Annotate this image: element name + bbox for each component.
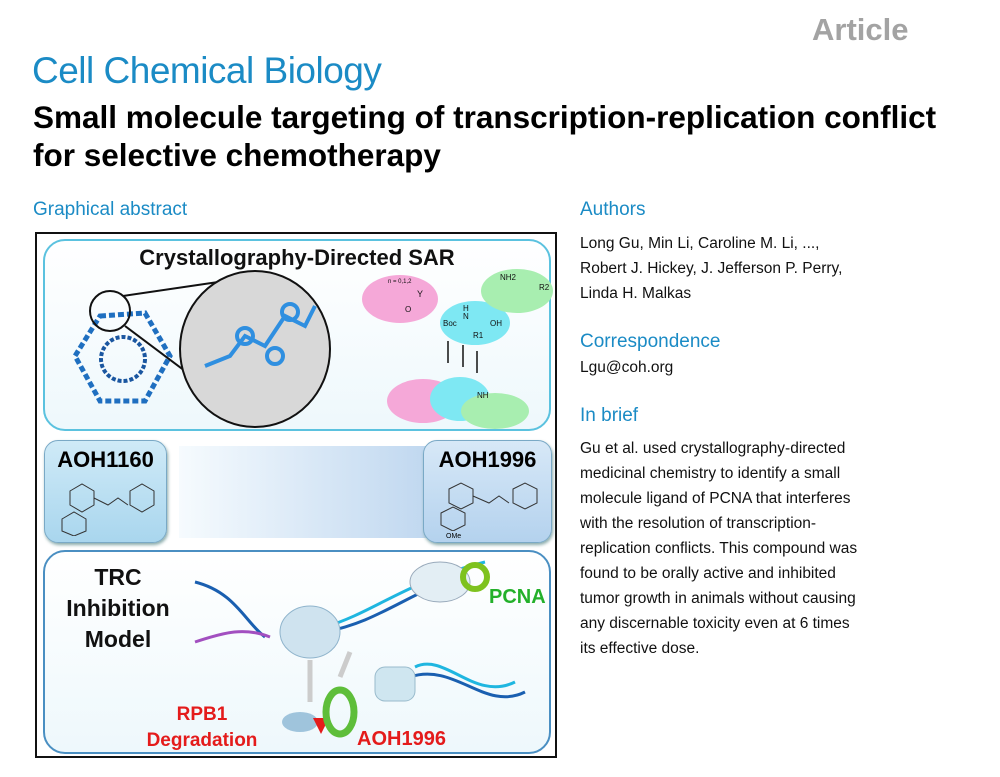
fragment-label-n-atom: N	[463, 312, 469, 321]
optimization-arrow-banner	[179, 446, 461, 538]
sar-panel-title: Crystallography-Directed SAR	[139, 245, 455, 270]
rna-strand	[194, 630, 271, 644]
fragment-label-h: H	[463, 304, 469, 313]
degraded-rpb1-icon	[282, 712, 318, 732]
correspondence-heading: Correspondence	[580, 331, 721, 352]
aoh1996-structure-icon	[440, 482, 538, 531]
fragment-label-oh: OH	[490, 319, 502, 328]
correspondence-email[interactable]: Lgu@coh.org	[580, 359, 674, 376]
naphthyl-fragment	[362, 275, 438, 323]
rpb1-degradation-label: RPB1 Degradation	[146, 704, 258, 751]
graphical-abstract-heading: Graphical abstract	[33, 199, 188, 220]
article-title: Small molecule targeting of transcriptio…	[33, 99, 937, 173]
zoom-circle-small	[89, 290, 131, 332]
start-compound-name: AOH1160	[57, 447, 154, 472]
fragment-label-nh2: NH2	[500, 273, 517, 282]
sar-panel: Crystallography-Directed SAR n = 0,1,2 Y…	[43, 239, 553, 431]
trc-illustration	[194, 560, 526, 738]
fragment-label-o: O	[405, 305, 412, 314]
stalled-complex-icon	[374, 666, 416, 702]
ome-label: OMe	[446, 533, 462, 540]
aoh1160-structure-icon	[61, 483, 155, 536]
graphical-abstract-figure: Crystallography-Directed SAR n = 0,1,2 Y…	[35, 232, 557, 758]
pcna-ring-icon	[460, 562, 490, 592]
binding-pocket-zoom	[179, 270, 331, 428]
compound-card-start: AOH1160	[44, 440, 167, 543]
article-type-label: Article	[812, 12, 909, 47]
trc-model-title: TRC Inhibition Model	[66, 564, 170, 652]
in-brief-heading: In brief	[580, 405, 639, 426]
fragment-label-boc: Boc	[443, 319, 457, 328]
journal-name[interactable]: Cell Chemical Biology	[32, 50, 382, 91]
fragment-label-n: n = 0,1,2	[388, 279, 412, 285]
trc-model-panel: TRC Inhibition Model PCNA RPB1 Degradati…	[43, 550, 551, 754]
in-brief-text: Gu et al. used crystallography-directed …	[580, 440, 858, 657]
authors-list: Long Gu, Min Li, Caroline M. Li, ..., Ro…	[580, 235, 843, 302]
pcna-label: PCNA	[489, 586, 546, 608]
compound-card-end: AOH1996 OMe	[423, 440, 552, 543]
rna-polymerase-icon	[279, 605, 341, 659]
phenoxyaniline-fragment	[481, 269, 553, 313]
pcna-ring-structure-icon	[72, 310, 173, 404]
dna-strand	[194, 580, 266, 639]
fragment-label-r1: R1	[473, 331, 484, 340]
amino-acid-fragment	[440, 301, 510, 345]
authors-heading: Authors	[580, 199, 646, 220]
aoh1996-label: AOH1996	[357, 728, 446, 750]
sar-illustration	[72, 269, 553, 429]
fragment-label-y: Y	[417, 289, 424, 299]
fragment-label-r2: R2	[539, 283, 550, 292]
fragment-label-nh: NH	[477, 391, 489, 400]
pcna-ring-bound-icon	[322, 686, 358, 738]
ligand-sticks	[204, 302, 317, 368]
replisome-icon	[409, 561, 471, 603]
end-compound-name: AOH1996	[438, 447, 537, 472]
synthesis-arrows	[447, 341, 478, 373]
